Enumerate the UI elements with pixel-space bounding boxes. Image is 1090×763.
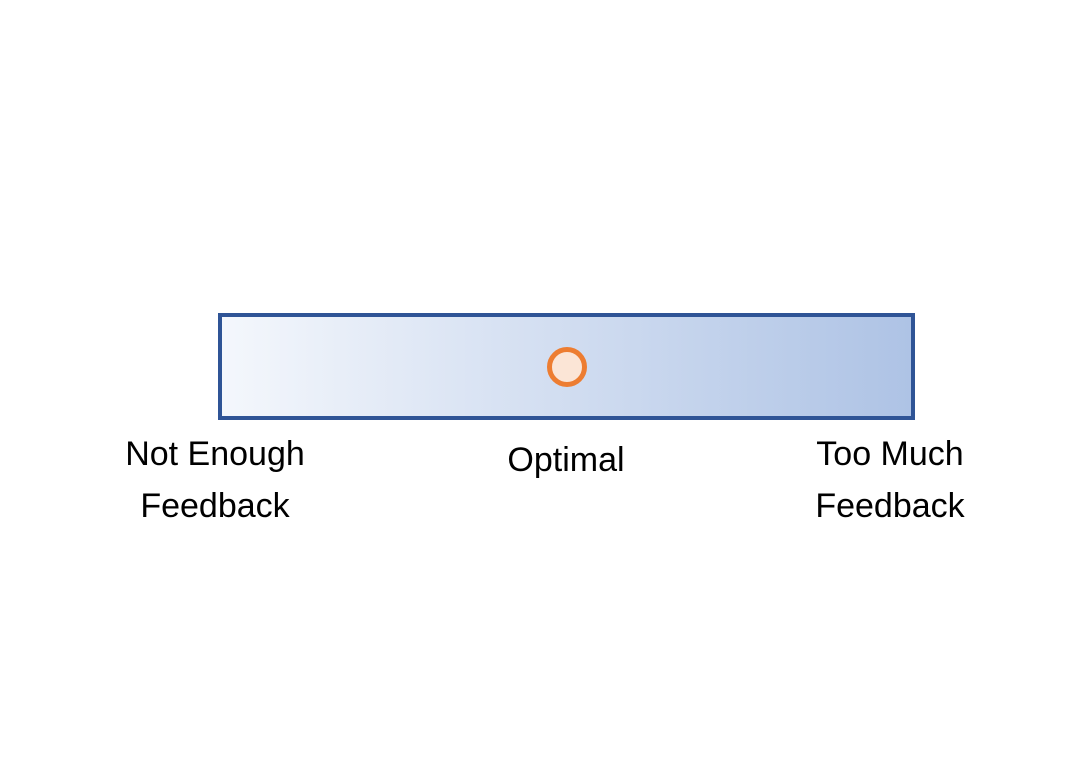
label-line: Not Enough: [125, 435, 305, 473]
label-line: Feedback: [140, 487, 290, 525]
feedback-spectrum-bar: [218, 313, 915, 420]
label-optimal: Optimal: [466, 434, 666, 486]
label-line: Too Much: [816, 435, 964, 473]
label-too-much-feedback: Too Much Feedback: [765, 428, 1015, 532]
label-not-enough-feedback: Not Enough Feedback: [90, 428, 340, 532]
optimal-marker-circle: [546, 346, 587, 387]
label-line: Optimal: [507, 441, 625, 479]
label-line: Feedback: [815, 487, 965, 525]
